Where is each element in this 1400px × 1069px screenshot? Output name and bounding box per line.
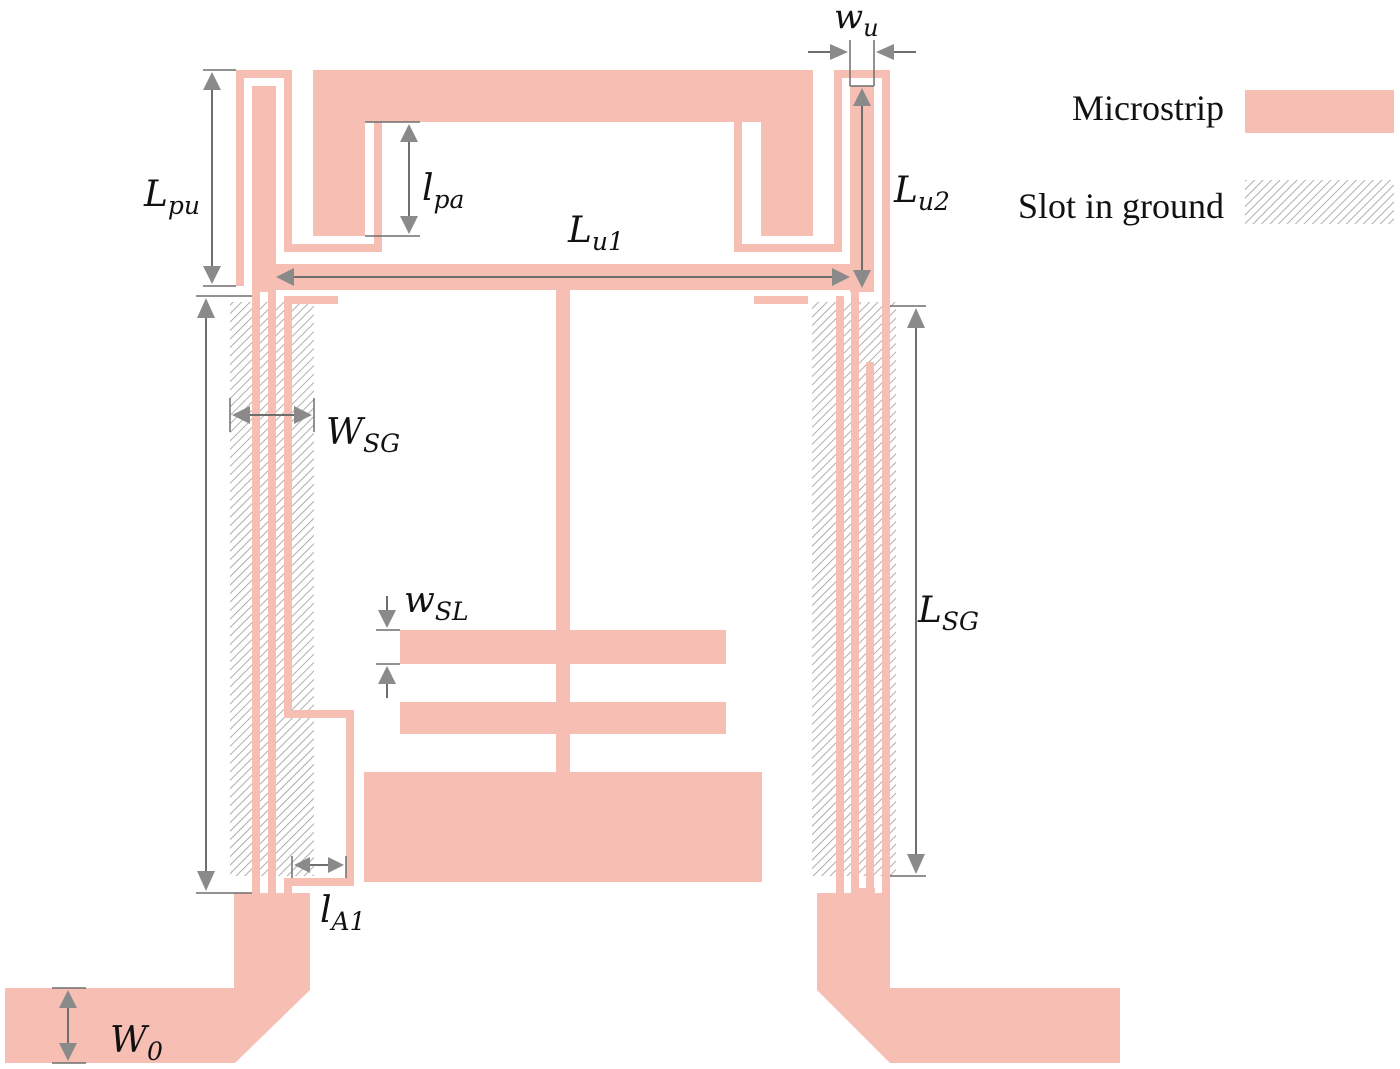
label-L-u1: Lu1	[567, 210, 624, 256]
dim-l-A1	[291, 856, 347, 878]
dim-L-u2	[850, 85, 874, 288]
dim-w-u	[808, 40, 916, 86]
dim-L-pu	[203, 69, 236, 287]
dimension-lines	[52, 40, 926, 1064]
right-outer-hairpin	[734, 70, 890, 286]
center-stub-resonator	[364, 286, 762, 882]
legend-microstrip-swatch	[1245, 90, 1394, 133]
left-coupled-lines	[252, 286, 354, 900]
legend-microstrip-label: Microstrip	[1072, 88, 1224, 128]
left-feed-port	[5, 893, 310, 1063]
label-w-u: wu	[834, 0, 879, 42]
right-short-stub	[754, 296, 808, 304]
label-W-SG: WSG	[326, 412, 400, 458]
dim-W-0	[52, 987, 86, 1064]
dim-L-SG-left	[196, 295, 252, 894]
dim-W-SG	[229, 398, 315, 432]
dim-l-pa	[365, 121, 420, 237]
right-feed-port	[817, 893, 1120, 1063]
left-short-stub	[284, 296, 338, 304]
top-u-resonator	[313, 70, 813, 236]
legend-slot-label: Slot in ground	[1018, 186, 1224, 226]
label-l-A1: lA1	[320, 890, 365, 936]
right-coupled-lines	[836, 286, 890, 900]
dim-w-SL	[376, 596, 400, 698]
dim-L-u1	[276, 268, 850, 286]
label-L-u2: Lu2	[893, 170, 950, 216]
label-w-SL: wSL	[404, 580, 469, 626]
legend-slot-swatch	[1245, 180, 1394, 224]
dim-L-SG-right	[890, 305, 926, 877]
legend: Microstrip Slot in ground	[1018, 88, 1394, 226]
left-outer-hairpin	[236, 70, 382, 286]
dimension-labels: wu Lpu lpa Lu1 Lu2 WSG wSL LSG lA1 W0	[110, 0, 979, 1066]
label-W-0: W0	[110, 1020, 163, 1066]
label-L-SG: LSG	[917, 590, 979, 636]
label-L-pu: Lpu	[143, 174, 200, 220]
label-l-pa: lpa	[422, 168, 464, 214]
left-inner-riser	[252, 86, 276, 292]
